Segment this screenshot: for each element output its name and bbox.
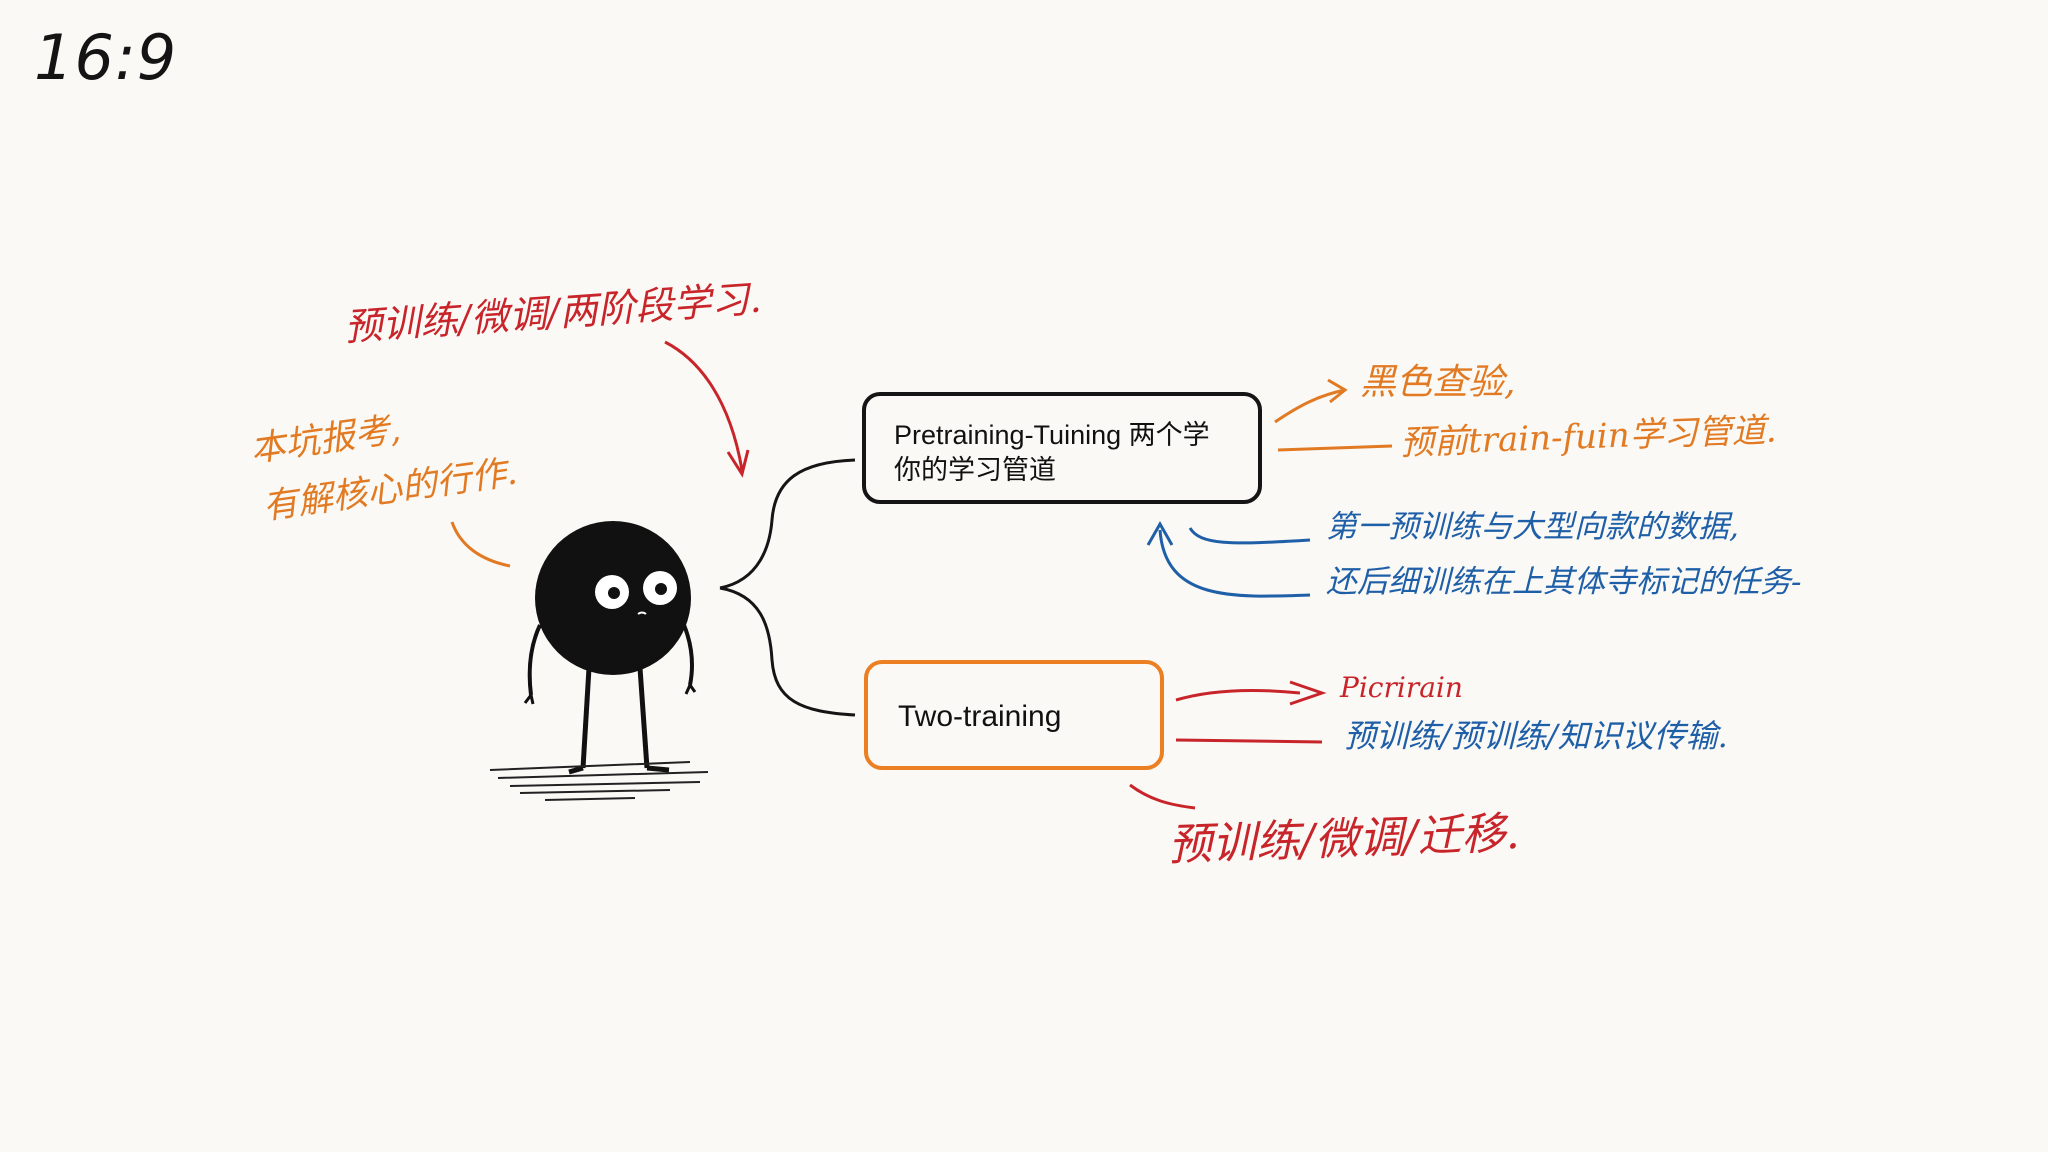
aspect-ratio-label: 16:9 (34, 21, 178, 94)
box-pretraining-line1: Pretraining-Tuining 两个学 (894, 420, 1210, 450)
blue-note-3: 预训练/预训练/知识议传输. (1344, 717, 1728, 755)
blue-arrow-2 (1158, 529, 1311, 598)
blob-character-icon (489, 521, 709, 801)
two-training-box: Two-training (864, 660, 1164, 770)
red-line-2 (1175, 738, 1323, 744)
pretraining-tuning-box: Pretraining-Tuining 两个学 你的学习管道 (862, 392, 1262, 504)
connector-bottom (719, 586, 856, 717)
blue-note-1: 第一预训练与大型向款的数据, (1326, 509, 1739, 545)
red-arrow-1 (1175, 688, 1301, 702)
left-orange-stroke (450, 521, 511, 568)
blue-line-1 (1188, 527, 1311, 545)
orange-arrow-1 (1274, 388, 1346, 424)
connector-top (719, 458, 856, 590)
blue-note-2: 还后细训练在上其体寺标记的任务- (1326, 564, 1802, 600)
red-stroke-bottom (1129, 783, 1196, 810)
red-small-note: Picrirain (1340, 671, 1463, 704)
box-pretraining-line2: 你的学习管道 (894, 455, 1056, 486)
orange-line-2 (1277, 444, 1393, 452)
box-two-training-label: Two-training (898, 700, 1062, 733)
orange-note-1: 黑色查验, (1360, 362, 1516, 403)
top-red-arrow (664, 340, 744, 471)
